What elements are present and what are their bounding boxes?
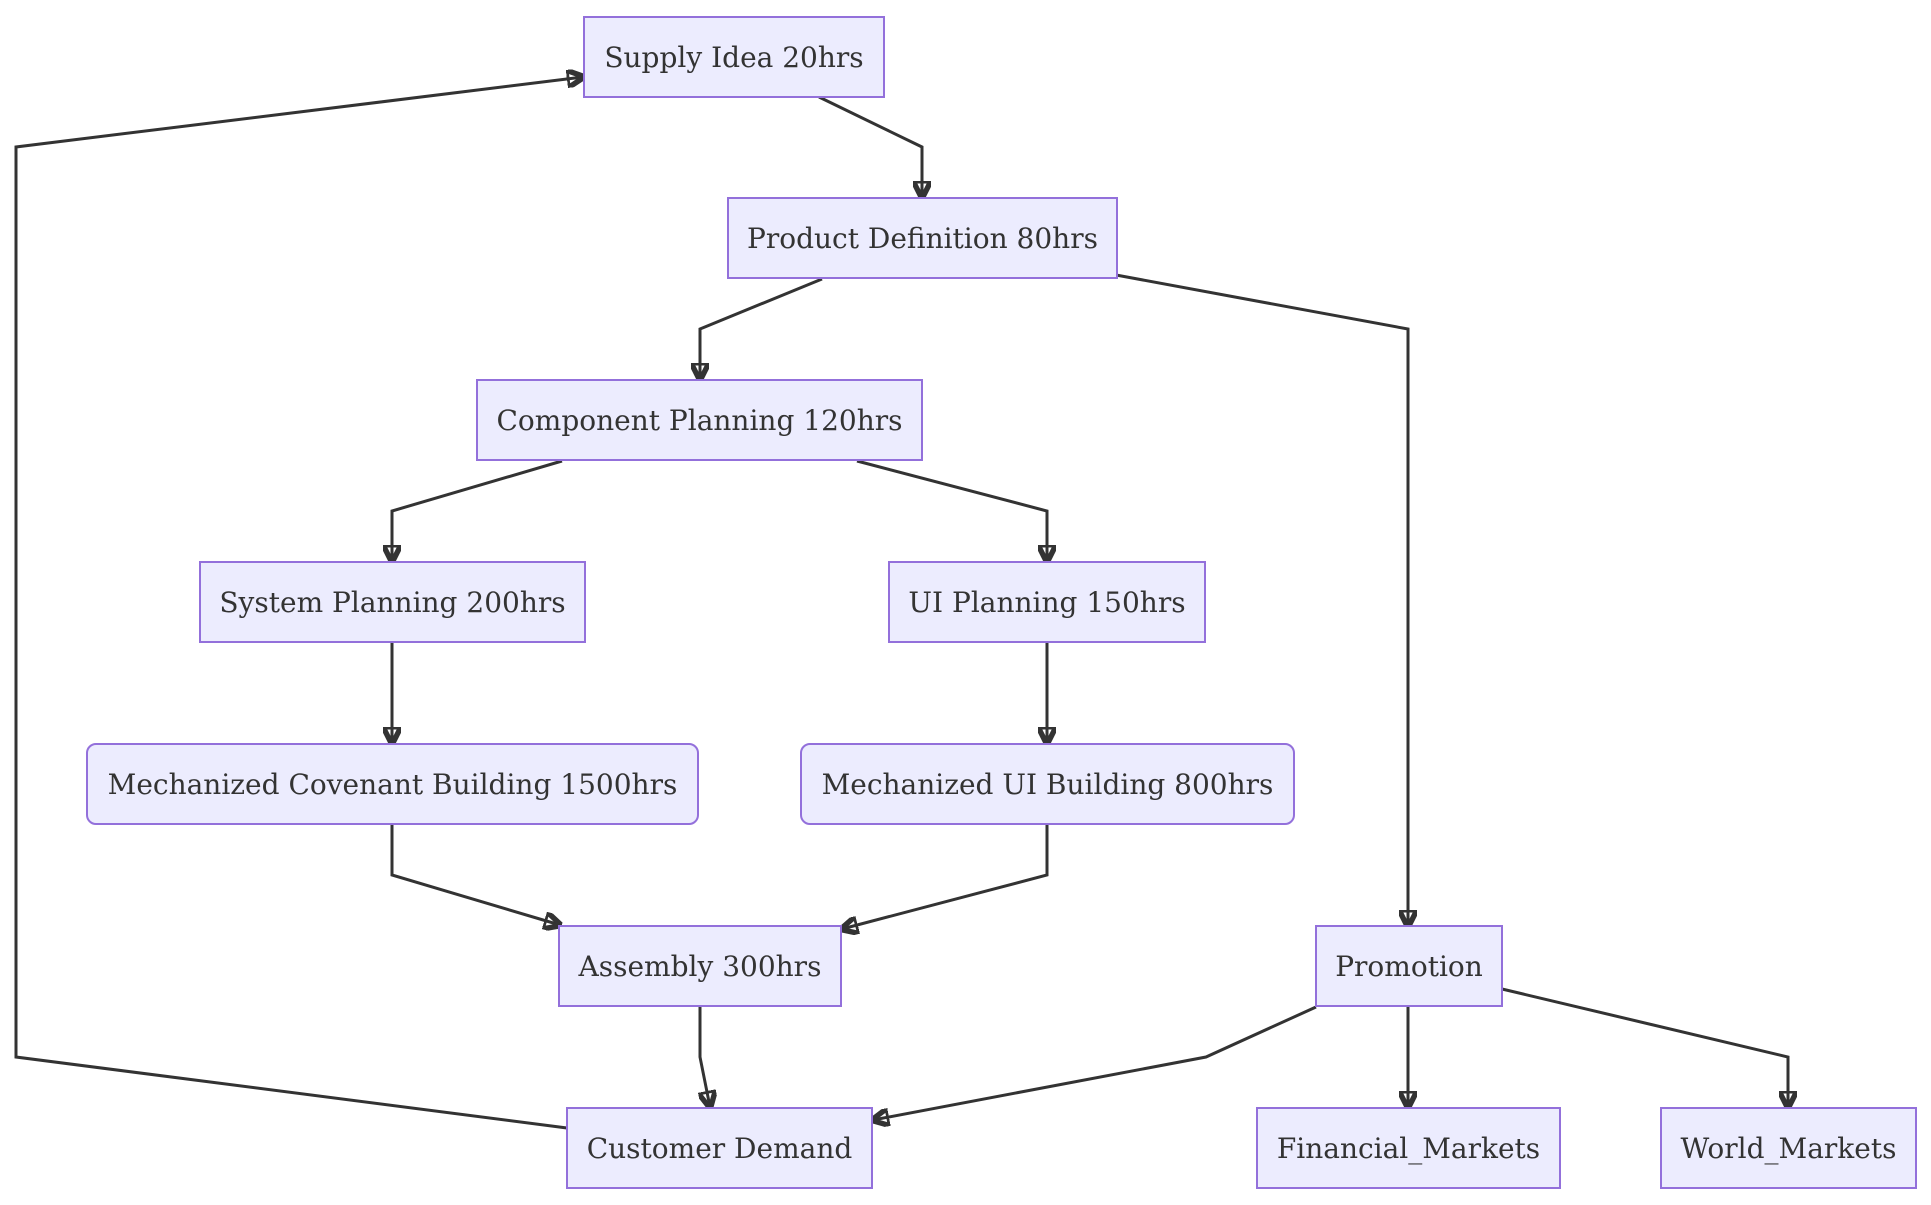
node-component-planning[interactable]: Component Planning 120hrs [476, 379, 923, 461]
node-mechanized-covenant-building[interactable]: Mechanized Covenant Building 1500hrs [86, 743, 699, 825]
edge-mech-ui-to-assembly [842, 825, 1049, 929]
node-customer-demand[interactable]: Customer Demand [566, 1107, 873, 1189]
node-system-planning[interactable]: System Planning 200hrs [199, 561, 586, 643]
node-financial-markets[interactable]: Financial_Markets [1256, 1107, 1561, 1189]
edge-mech-covenant-to-assembly [390, 825, 560, 925]
node-product-definition[interactable]: Product Definition 80hrs [727, 197, 1118, 279]
edge-customer-demand-to-supply-idea [14, 77, 583, 1130]
edge-supply-idea-to-product-definition [818, 95, 922, 197]
edge-product-definition-to-promotion [1115, 273, 1408, 926]
node-world-markets[interactable]: World_Markets [1660, 1107, 1917, 1189]
edge-assembly-to-customer-demand [700, 1007, 710, 1107]
edge-component-planning-to-ui-planning [856, 459, 1047, 561]
node-supply-idea[interactable]: Supply Idea 20hrs [583, 16, 885, 98]
node-ui-planning[interactable]: UI Planning 150hrs [888, 561, 1206, 643]
node-assembly[interactable]: Assembly 300hrs [558, 925, 842, 1007]
edge-promotion-to-customer-demand [873, 1005, 1317, 1120]
edge-promotion-to-world-markets [1501, 987, 1788, 1107]
node-mechanized-ui-building[interactable]: Mechanized UI Building 800hrs [800, 743, 1295, 825]
edge-product-definition-to-component-planning [700, 277, 823, 379]
node-promotion[interactable]: Promotion [1315, 925, 1503, 1007]
edge-component-planning-to-system-planning [392, 459, 563, 561]
